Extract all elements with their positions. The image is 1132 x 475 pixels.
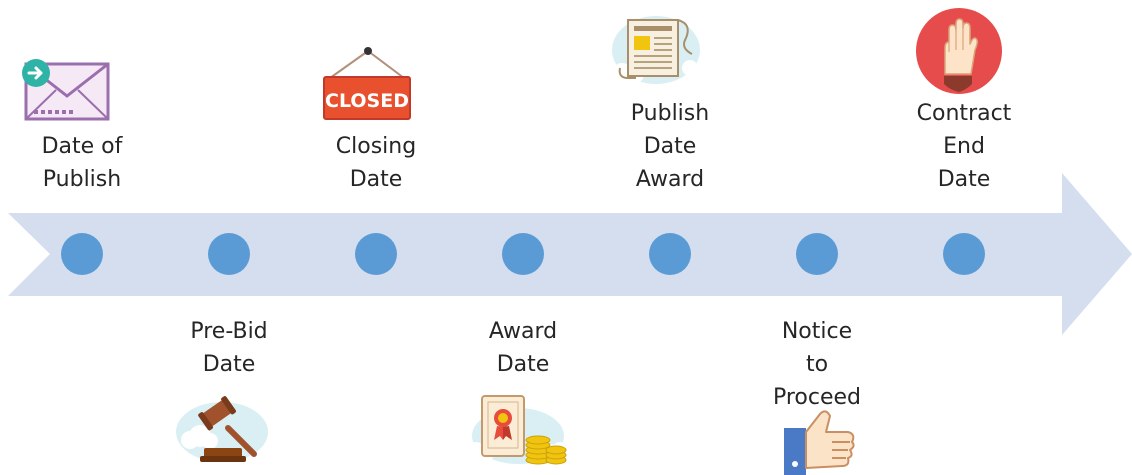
stop-hand-icon	[916, 8, 1002, 94]
timeline-arrow	[8, 173, 1132, 335]
thumbs-up-icon	[784, 410, 855, 475]
milestone-dot	[355, 233, 397, 275]
milestone-dot	[796, 233, 838, 275]
award-certificate-icon	[468, 395, 568, 465]
milestone-label-pre-bid-date: Pre-Bid Date	[190, 319, 268, 377]
milestone-label-notice-to-proceed: Notice to Proceed	[772, 319, 862, 410]
milestone-dot	[502, 233, 544, 275]
milestone-dot	[943, 233, 985, 275]
closed-sign-icon: CLOSED	[323, 47, 411, 120]
milestone-dot	[208, 233, 250, 275]
milestone-dots	[61, 233, 985, 275]
milestone-label-publish-date-award: Publish Date Award	[630, 101, 710, 192]
milestone-dot	[61, 233, 103, 275]
milestone-label-contract-end-date: Contract End Date	[916, 101, 1012, 192]
envelope-icon	[22, 59, 110, 121]
closed-sign-text: CLOSED	[325, 90, 409, 112]
milestone-label-closing-date: Closing Date	[335, 134, 417, 192]
milestone-label-award-date: Award Date	[488, 319, 558, 377]
newspaper-icon	[612, 16, 700, 84]
milestone-label-date-of-publish: Date of Publish	[41, 134, 123, 192]
gavel-icon	[176, 396, 268, 462]
milestone-dot	[649, 233, 691, 275]
